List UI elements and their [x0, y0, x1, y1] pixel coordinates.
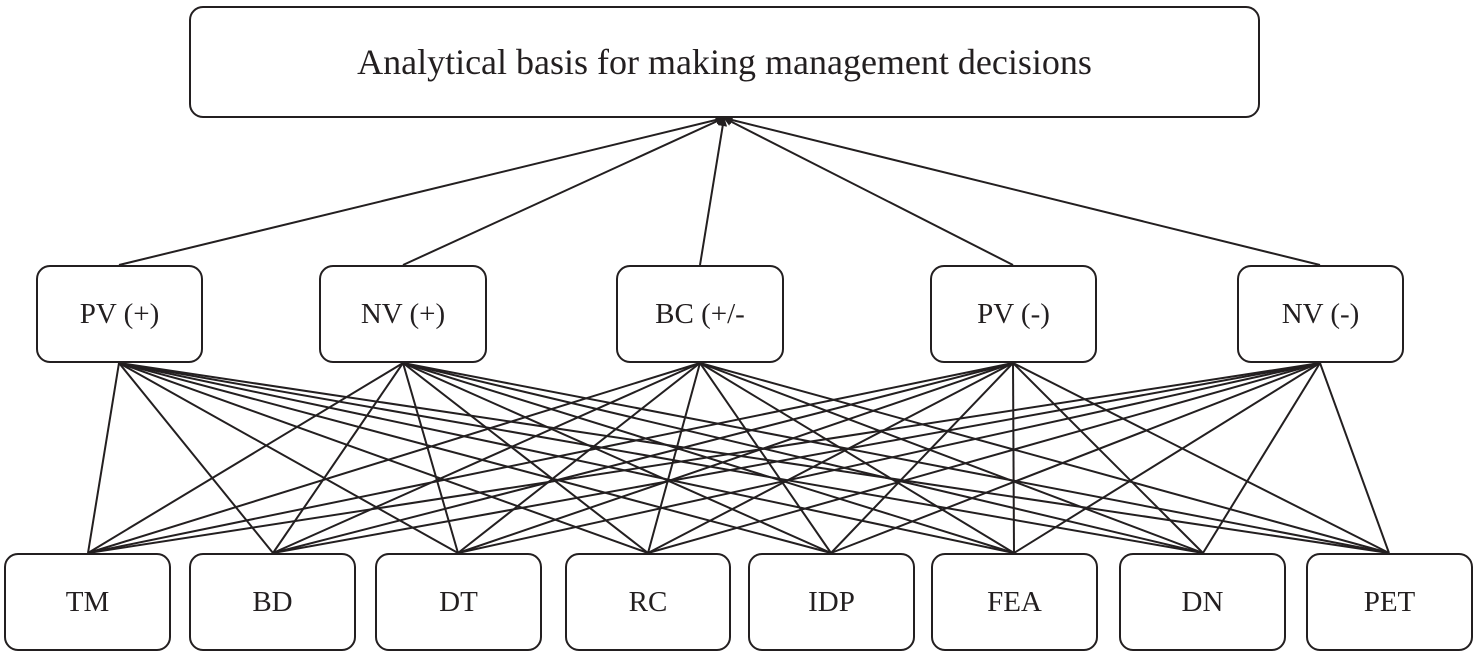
edge-bottom-5-to-middle-2 [699, 362, 1015, 554]
edge-bottom-0-to-middle-0 [87, 362, 120, 554]
edge-bottom-3-to-middle-2 [647, 362, 701, 554]
arrow-middle-2-to-top [699, 117, 728, 266]
edge-bottom-2-to-middle-0 [118, 362, 459, 554]
edge-bottom-2-to-middle-1 [402, 362, 459, 554]
middle-node-label: PV (+) [79, 297, 160, 330]
edge-bottom-7-to-middle-1 [402, 362, 1390, 554]
bottom-node-label: PET [1363, 585, 1416, 618]
edge-bottom-6-to-middle-1 [402, 362, 1204, 554]
bottom-node-tm: TM [4, 553, 171, 651]
bottom-node-label: TM [65, 585, 110, 618]
edge-bottom-1-to-middle-0 [118, 362, 274, 554]
middle-node-label: PV (-) [977, 297, 1050, 330]
bottom-node-fea: FEA [931, 553, 1098, 651]
bottom-node-dn: DN [1119, 553, 1286, 651]
edge-bottom-1-to-middle-3 [272, 362, 1014, 554]
bottom-node-label: IDP [808, 585, 855, 618]
edge-bottom-4-to-middle-2 [699, 362, 832, 554]
edge-bottom-3-to-middle-0 [118, 362, 649, 554]
bottom-node-label: FEA [987, 585, 1042, 618]
bottom-node-pet: PET [1306, 553, 1473, 651]
arrow-middle-4-to-top [723, 115, 1321, 266]
edge-bottom-1-to-middle-2 [272, 362, 701, 554]
edge-bottom-4-to-middle-1 [402, 362, 832, 554]
arrow-middle-3-to-top [723, 117, 1014, 266]
edge-bottom-5-to-middle-0 [118, 362, 1015, 554]
edge-bottom-6-to-middle-0 [118, 362, 1204, 554]
middle-node-bc: BC (+/- [616, 265, 784, 363]
edge-bottom-7-to-middle-2 [699, 362, 1390, 554]
bottom-node-idp: IDP [748, 553, 915, 651]
edge-bottom-7-to-middle-3 [1012, 362, 1390, 554]
middle-node-pv-minus: PV (-) [930, 265, 1097, 363]
bottom-node-dt: DT [375, 553, 542, 651]
edge-bottom-1-to-middle-4 [272, 362, 1321, 554]
middle-node-pv-plus: PV (+) [36, 265, 203, 363]
edge-bottom-5-to-middle-3 [1012, 362, 1015, 554]
bottom-node-bd: BD [189, 553, 356, 651]
decision-basis-node: Analytical basis for making management d… [189, 6, 1260, 118]
middle-node-label: NV (-) [1281, 297, 1360, 330]
bottom-node-label: RC [628, 585, 668, 618]
edge-bottom-7-to-middle-4 [1319, 362, 1390, 554]
edge-bottom-4-to-middle-0 [118, 362, 832, 554]
edge-bottom-5-to-middle-4 [1013, 362, 1321, 554]
middle-node-label: NV (+) [360, 297, 446, 330]
bottom-node-label: DN [1181, 585, 1224, 618]
edge-bottom-6-to-middle-2 [699, 362, 1204, 554]
edge-bottom-2-to-middle-3 [457, 362, 1014, 554]
bottom-node-rc: RC [565, 553, 731, 651]
middle-node-nv-plus: NV (+) [319, 265, 487, 363]
edge-bottom-0-to-middle-3 [87, 362, 1014, 554]
edge-bottom-5-to-middle-1 [402, 362, 1015, 554]
edge-bottom-0-to-middle-1 [87, 362, 404, 554]
middle-node-label: BC (+/- [655, 297, 745, 330]
arrow-middle-1-to-top [402, 117, 725, 266]
edge-bottom-7-to-middle-0 [118, 362, 1390, 554]
edge-bottom-0-to-middle-2 [87, 362, 701, 554]
edge-bottom-1-to-middle-1 [272, 362, 404, 554]
bottom-node-label: DT [439, 585, 478, 618]
edge-bottom-3-to-middle-1 [402, 362, 649, 554]
middle-node-nv-minus: NV (-) [1237, 265, 1404, 363]
decision-basis-label: Analytical basis for making management d… [357, 42, 1092, 82]
edge-bottom-2-to-middle-2 [457, 362, 701, 554]
bottom-node-label: BD [252, 585, 293, 618]
edge-bottom-2-to-middle-4 [457, 362, 1321, 554]
arrow-middle-0-to-top [118, 115, 725, 266]
edge-bottom-0-to-middle-4 [87, 362, 1321, 554]
